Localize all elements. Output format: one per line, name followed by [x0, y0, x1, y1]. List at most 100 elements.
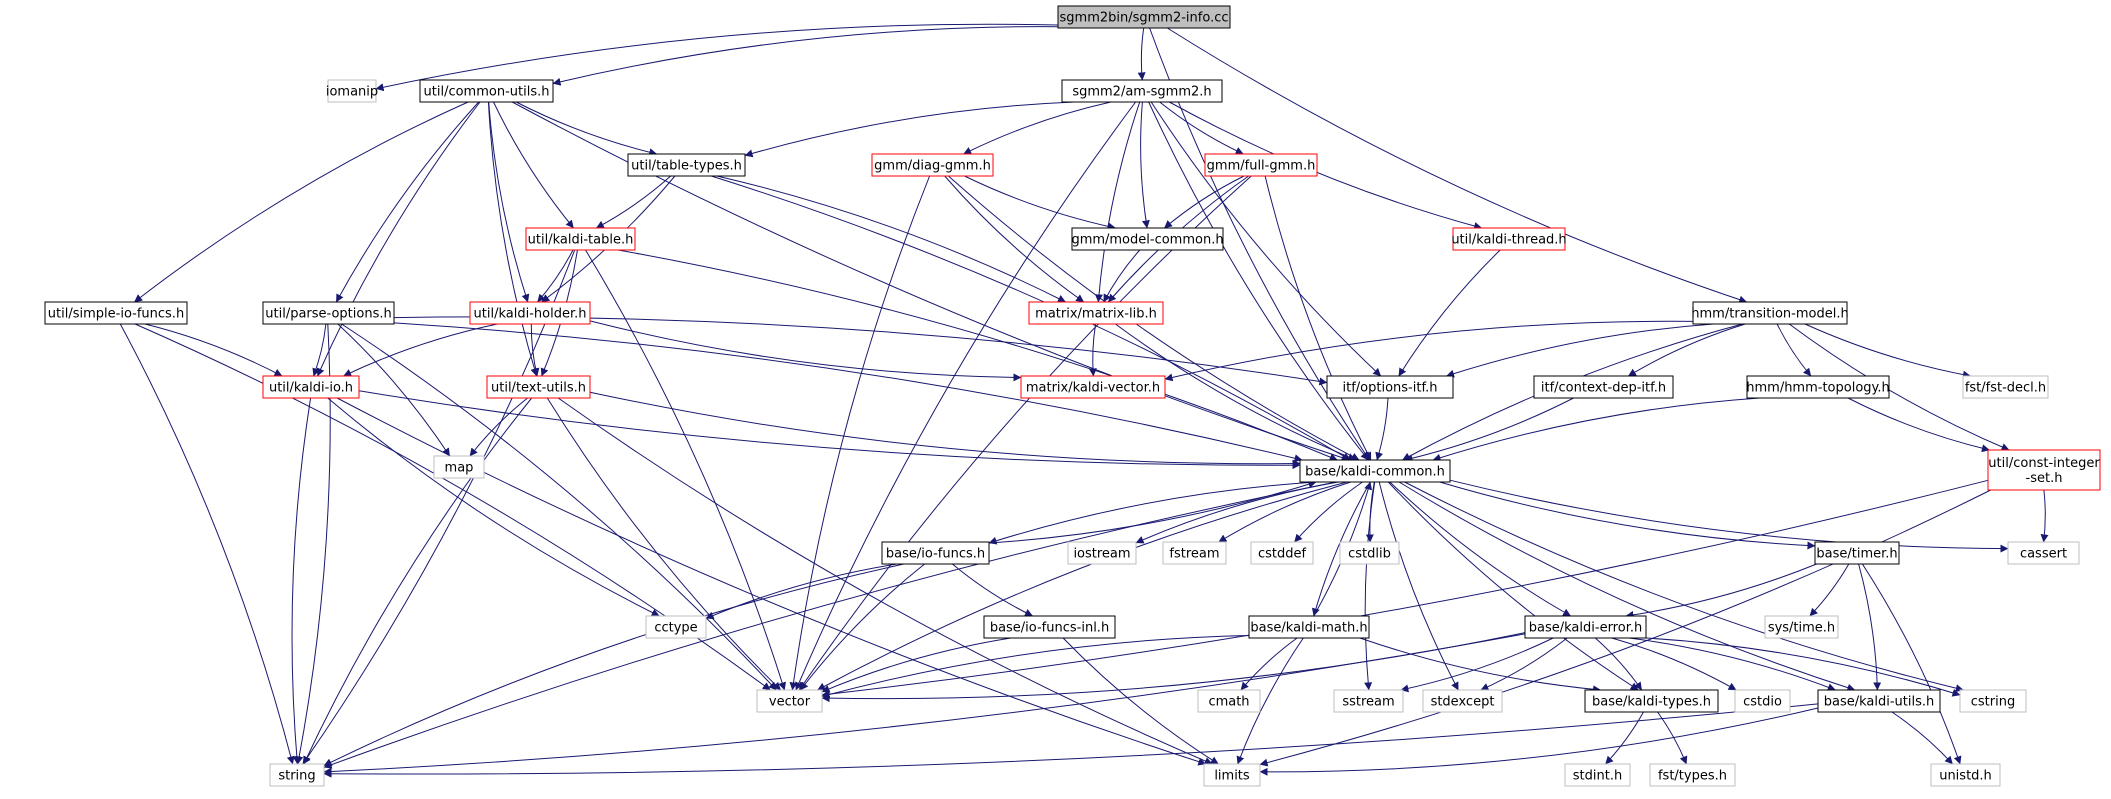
node-box — [1584, 689, 1719, 713]
edge-parse_options-to-map — [337, 323, 451, 457]
node-hmm-topology[interactable]: hmm/hmm-topology.h — [1746, 375, 1890, 399]
node-label: hmm/hmm-topology.h — [1746, 381, 1890, 396]
edge-kaldi_common-to-kaldi_utils — [1398, 481, 1856, 692]
node-simple-io[interactable]: util/simple-io-funcs.h — [44, 301, 188, 325]
node-sys-time: sys/time.h — [1764, 615, 1839, 639]
edge-am_sgmm2-to-full_gmm — [1159, 101, 1244, 155]
edge-kaldi_common-to-string — [323, 481, 1337, 769]
edge-kaldi_thread-to-options_itf — [1398, 249, 1501, 377]
node-label: cstdlib — [1348, 547, 1391, 562]
node-box — [871, 153, 994, 177]
node-kaldi-holder[interactable]: util/kaldi-holder.h — [469, 301, 591, 325]
edge-full_gmm-to-kaldi_common — [1264, 175, 1372, 461]
node-const-integer-set[interactable]: util/const-integer-set.h — [1987, 449, 2101, 491]
node-io-funcs[interactable]: base/io-funcs.h — [881, 541, 990, 565]
edge-kaldi_table-to-kaldi_holder — [537, 249, 574, 303]
node-common-utils[interactable]: util/common-utils.h — [419, 79, 554, 103]
node-root[interactable]: sgmm2bin/sgmm2-info.cc — [1057, 5, 1231, 29]
edge-root-to-common_utils — [552, 26, 1059, 86]
node-box — [756, 689, 823, 713]
node-box — [1162, 541, 1227, 565]
node-box — [1987, 449, 2101, 491]
node-box — [1071, 227, 1224, 251]
edge-am_sgmm2-to-matrix_lib — [1094, 101, 1141, 303]
node-box — [1326, 375, 1454, 399]
node-kaldi-utils[interactable]: base/kaldi-utils.h — [1817, 689, 1941, 713]
node-timer[interactable]: base/timer.h — [1814, 541, 1900, 565]
node-box — [1524, 615, 1647, 639]
node-label: util/table-types.h — [631, 159, 742, 174]
edge-text_utils-to-limits — [557, 397, 1213, 765]
node-context-dep-itf[interactable]: itf/context-dep-itf.h — [1533, 375, 1674, 399]
node-label: base/kaldi-utils.h — [1824, 695, 1935, 710]
node-box — [525, 227, 636, 251]
node-transition-model[interactable]: hmm/transition-model.h — [1691, 301, 1849, 325]
node-text-utils[interactable]: util/text-utils.h — [486, 375, 591, 399]
node-label: limits — [1214, 769, 1250, 784]
edge-text_utils-to-string — [303, 397, 533, 765]
edge-context_dep_itf-to-kaldi_common — [1404, 397, 1574, 463]
edge-common_utils-to-kaldi_io — [316, 101, 481, 377]
node-matrix-lib[interactable]: matrix/matrix-lib.h — [1028, 301, 1164, 325]
edge-timer-to-sys_time — [1809, 563, 1850, 617]
edge-diag_gmm-to-vector — [789, 175, 931, 691]
edge-kaldi_error-to-cstdio — [1611, 637, 1737, 691]
node-label: base/io-funcs-inl.h — [990, 621, 1109, 636]
edge-common_utils-to-text_utils — [487, 101, 539, 377]
node-label: base/timer.h — [1816, 547, 1897, 562]
node-kaldi-io[interactable]: util/kaldi-io.h — [262, 375, 360, 399]
node-label: cctype — [654, 621, 697, 636]
edge-parse_options-to-vector — [341, 323, 777, 691]
node-label: fst/types.h — [1658, 769, 1727, 784]
node-options-itf[interactable]: itf/options-itf.h — [1326, 375, 1454, 399]
node-label: base/kaldi-error.h — [1529, 621, 1642, 636]
node-io-funcs-inl[interactable]: base/io-funcs-inl.h — [983, 615, 1116, 639]
node-box — [1692, 301, 1848, 325]
node-label: base/kaldi-common.h — [1305, 465, 1445, 480]
node-box — [2007, 541, 2080, 565]
node-full-gmm[interactable]: gmm/full-gmm.h — [1204, 153, 1318, 177]
node-box — [469, 301, 591, 325]
edge-kaldi_utils-to-string — [323, 703, 1819, 778]
node-label: hmm/transition-model.h — [1691, 307, 1848, 322]
node-label: base/io-funcs.h — [886, 547, 985, 562]
node-box — [1248, 615, 1370, 639]
edge-kaldi_utils-to-limits — [1259, 707, 1819, 776]
node-vector: vector — [756, 689, 823, 713]
node-parse-options[interactable]: util/parse-options.h — [262, 301, 395, 325]
node-kaldi-common[interactable]: base/kaldi-common.h — [1299, 459, 1451, 483]
node-kaldi-types[interactable]: base/kaldi-types.h — [1584, 689, 1719, 713]
node-model-common[interactable]: gmm/model-common.h — [1071, 227, 1224, 251]
edge-kaldi_table-to-string — [302, 249, 576, 765]
node-box — [627, 153, 746, 177]
edge-kaldi_holder-to-text_utils — [530, 323, 540, 377]
edge-matrix_lib-to-kaldi_common — [1115, 323, 1356, 461]
edge-kaldi_error-to-string — [323, 633, 1526, 776]
node-kaldi-vector[interactable]: matrix/kaldi-vector.h — [1020, 375, 1166, 399]
node-kaldi-thread[interactable]: util/kaldi-thread.h — [1451, 227, 1567, 251]
edge-table_types-to-kaldi_common — [711, 175, 1351, 461]
node-kaldi-table[interactable]: util/kaldi-table.h — [525, 227, 636, 251]
node-box — [1817, 689, 1941, 713]
node-kaldi-error[interactable]: base/kaldi-error.h — [1524, 615, 1647, 639]
node-label: stdexcept — [1431, 695, 1495, 710]
edge-am_sgmm2-to-table_types — [744, 101, 1075, 158]
edge-timer-to-kaldi_utils — [1858, 563, 1882, 691]
node-am-sgmm2[interactable]: sgmm2/am-sgmm2.h — [1061, 79, 1223, 103]
node-label: cmath — [1208, 695, 1249, 710]
node-box — [1649, 763, 1736, 787]
edge-simple_io-to-kaldi_io — [144, 323, 283, 377]
node-table-types[interactable]: util/table-types.h — [627, 153, 746, 177]
node-label: iostream — [1073, 547, 1130, 562]
node-label: gmm/full-gmm.h — [1207, 159, 1316, 174]
node-box — [1250, 541, 1314, 565]
node-label: base/kaldi-types.h — [1592, 695, 1711, 710]
node-box — [1057, 5, 1231, 29]
edge-table_types-to-matrix_lib — [716, 175, 1066, 303]
edge-full_gmm-to-model_common — [1164, 175, 1245, 229]
edge-kaldi_common-to-cassert — [1449, 479, 2009, 553]
edge-kaldi_common-to-fstream — [1218, 481, 1351, 543]
node-kaldi-math[interactable]: base/kaldi-math.h — [1248, 615, 1370, 639]
edge-parse_options-to-kaldi_io — [312, 323, 327, 377]
node-diag-gmm[interactable]: gmm/diag-gmm.h — [871, 153, 994, 177]
